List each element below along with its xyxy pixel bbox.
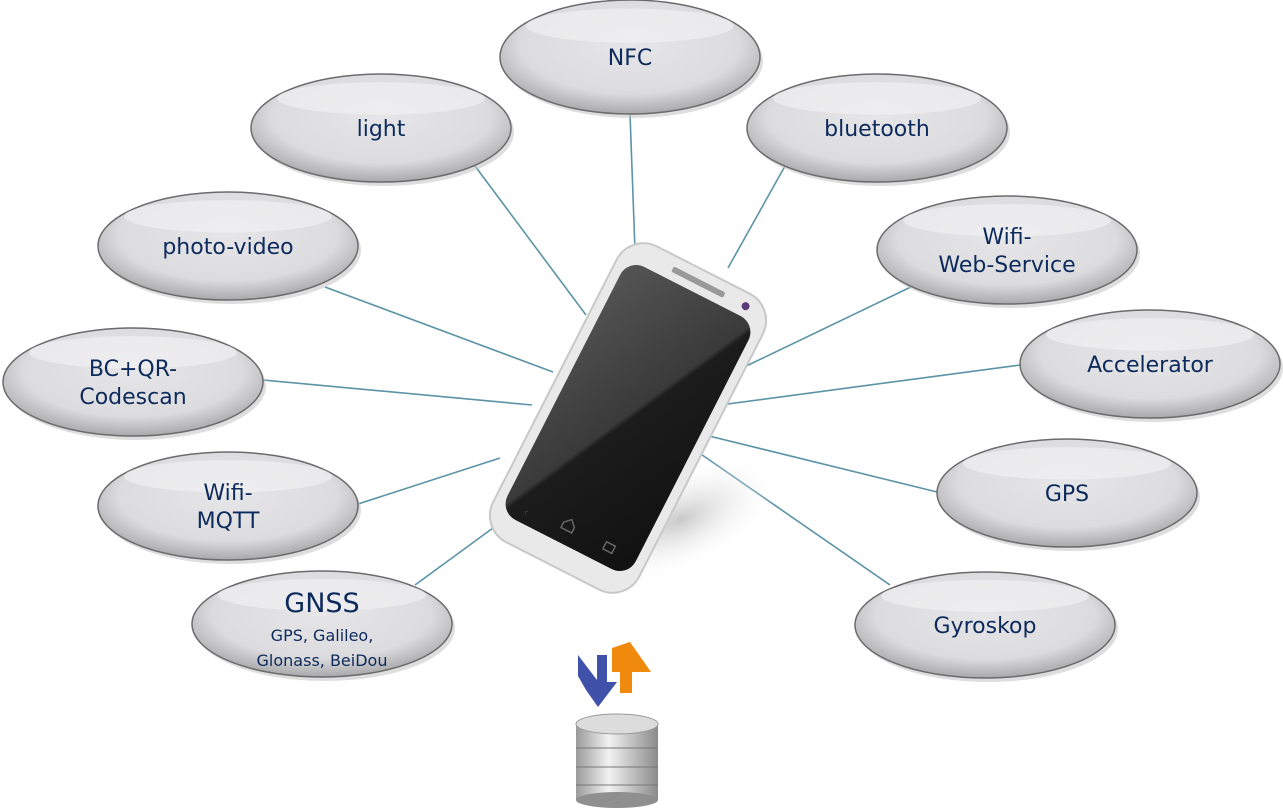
node-label: NFC [608, 46, 652, 71]
node-label: Gyroskop [934, 614, 1037, 639]
node-nfc: NFC [499, 0, 763, 118]
node-label: Web-Service [938, 253, 1075, 278]
node-label: GPS, Galileo, [271, 626, 374, 645]
node-label: GNSS [284, 588, 359, 619]
node-accelerator: Accelerator [1019, 309, 1283, 422]
connector-lines [262, 113, 1021, 586]
node-label: BC+QR- [89, 357, 177, 382]
node-bluetooth: bluetooth [746, 73, 1010, 186]
node-label: photo-video [162, 235, 293, 260]
node-label: Glonass, BeiDou [257, 651, 388, 670]
up-down-arrows-icon [578, 642, 651, 707]
node-label: Codescan [79, 385, 186, 410]
node-gnss: GNSS GPS, Galileo, Glonass, BeiDou [191, 570, 455, 681]
node-light: light [250, 73, 514, 186]
connector-gnss [414, 527, 494, 586]
node-wifi-mqtt: Wifi- MQTT [97, 451, 361, 564]
database-icon [575, 713, 659, 808]
connector-bc-qr-codescan [262, 379, 533, 406]
node-label: light [357, 117, 406, 142]
node-gyroskop: Gyroskop [854, 571, 1118, 682]
node-label: Wifi- [203, 481, 252, 506]
connector-photo-video [324, 286, 554, 373]
node-label: Wifi- [982, 225, 1031, 250]
node-bc-qr-codescan: BC+QR- Codescan [2, 327, 266, 440]
node-gps: GPS [936, 438, 1200, 551]
connector-bluetooth [727, 165, 786, 269]
node-label: bluetooth [824, 117, 930, 142]
connector-wifi-web-service [737, 284, 916, 371]
connector-wifi-mqtt [357, 457, 501, 505]
connector-accelerator [719, 364, 1021, 406]
node-label: GPS [1045, 482, 1089, 507]
node-photo-video: photo-video [97, 191, 361, 304]
node-wifi-web-service: Wifi- Web-Service [876, 195, 1140, 308]
node-label: Accelerator [1087, 353, 1214, 378]
svg-text:‹: ‹ [521, 505, 532, 520]
node-label: MQTT [197, 509, 260, 534]
smartphone-icon: ‹ [488, 242, 782, 594]
connector-gps [704, 434, 938, 493]
connector-light [474, 165, 587, 316]
connector-nfc [629, 113, 636, 251]
